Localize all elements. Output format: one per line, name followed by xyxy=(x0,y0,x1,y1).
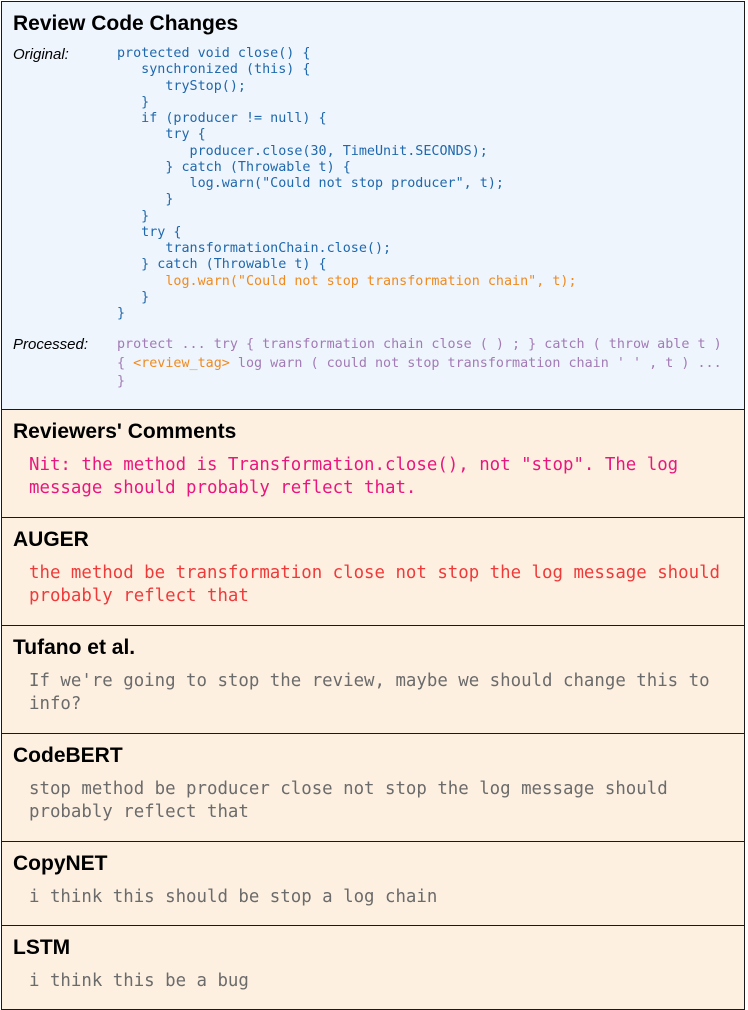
original-label: Original: xyxy=(13,46,69,63)
comment-section: LSTM i think this be a bug xyxy=(1,926,745,1010)
code-line: producer.close(30, TimeUnit.SECONDS); xyxy=(117,143,488,159)
comment-text: If we're going to stop the review, maybe… xyxy=(29,671,710,714)
code-line: transformationChain.close(); xyxy=(117,241,392,256)
code-line: try { xyxy=(117,224,182,240)
code-line: if (producer != null) { xyxy=(117,111,327,126)
comment-section: CodeBERT stop method be producer close no… xyxy=(1,734,745,842)
comment-section: Tufano et al. If we're going to stop the … xyxy=(1,626,745,734)
code-line: } xyxy=(117,192,174,208)
comment-text: Nit: the method is Transformation.close(… xyxy=(29,455,679,498)
review-tag: <review_tag> xyxy=(133,355,230,371)
comment-text: stop method be producer close not stop t… xyxy=(29,779,668,822)
review-code-section: Review Code Changes Original: protected … xyxy=(1,1,745,410)
code-line: } catch (Throwable t) { xyxy=(117,159,351,175)
processed-text-before: protect ... try { transformation chain c… xyxy=(117,337,722,371)
code-line: log.warn("Could not stop producer", t); xyxy=(117,176,504,191)
code-line: } catch (Throwable t) { xyxy=(117,257,327,273)
section-title: CopyNET xyxy=(13,852,108,875)
comment-text: i think this be a bug xyxy=(29,971,249,991)
processed-label: Processed: xyxy=(13,336,89,354)
processed-text-after: log warn ( could not stop transformation… xyxy=(117,355,722,390)
code-line: } xyxy=(117,208,150,224)
code-line: try { xyxy=(117,127,206,143)
section-title: Tufano et al. xyxy=(13,636,136,659)
comment-section: CopyNET i think this should be stop a log… xyxy=(1,842,745,926)
section-title: Review Code Changes xyxy=(13,12,239,35)
original-code: protected void close() { synchronized (t… xyxy=(117,46,577,322)
comment-text: the method be transformation close not s… xyxy=(29,563,721,606)
processed-code: protect ... try { transformation chain c… xyxy=(117,336,733,392)
section-title: CodeBERT xyxy=(13,744,123,767)
section-title: Reviewers' Comments xyxy=(13,420,237,443)
code-line: tryStop(); xyxy=(117,78,246,94)
section-title: LSTM xyxy=(13,936,71,959)
comment-text: i think this should be stop a log chain xyxy=(29,887,438,907)
code-line: protected void close() { xyxy=(117,46,311,61)
code-line: synchronized (this) { xyxy=(117,62,311,78)
original-row: Original: protected void close() { synch… xyxy=(13,46,733,322)
code-line: } xyxy=(117,306,126,321)
section-title: AUGER xyxy=(13,528,89,551)
processed-row: Processed: protect ... try { transformat… xyxy=(13,336,733,392)
comment-section: AUGER the method be transformation close … xyxy=(1,518,745,626)
code-line: } xyxy=(117,289,150,305)
code-line: } xyxy=(117,94,150,110)
code-line: log.warn("Could not stop transformation … xyxy=(117,273,577,289)
